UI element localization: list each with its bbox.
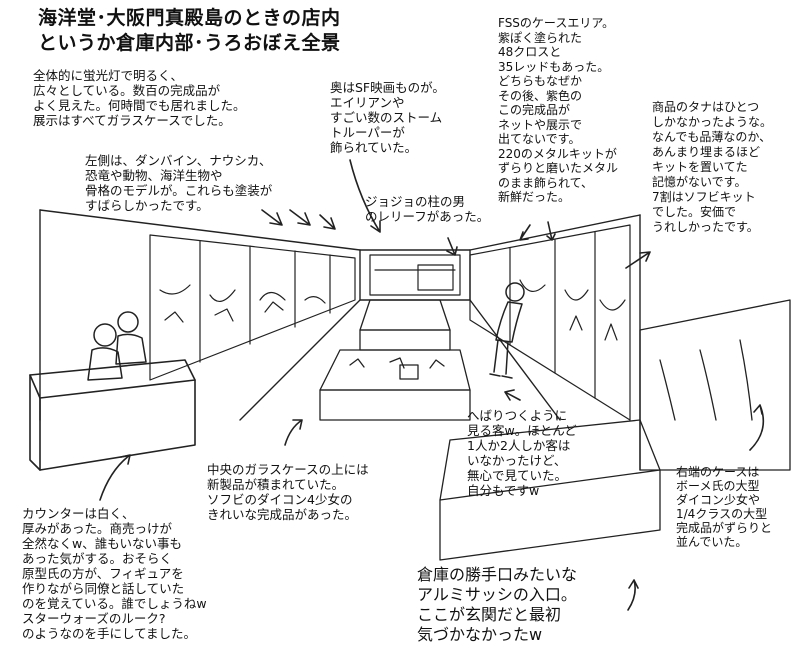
note-line: あった気がする。おそらく — [22, 551, 173, 566]
note-line: ボーメ氏の大型 — [676, 479, 760, 493]
note-line: 7割はソフビキット — [652, 190, 756, 204]
room-outline — [39, 209, 641, 471]
back-wall-cases — [369, 254, 461, 296]
note-left-side: 左側は、ダンバイン、ナウシカ、 恐竜や動物、海洋生物や 骨格のモデルが。これらも… — [85, 153, 272, 213]
note-line: 48クロスと — [498, 45, 562, 59]
note-line: トルーパーが — [330, 125, 405, 140]
note-fss: FSSのケースエリア。 紫ぽく塗られた 48クロスと 35レッドもあった。 どち… — [498, 16, 618, 205]
note-line: 無心で見ていた。 — [467, 468, 568, 483]
note-line: のを覚えている。誰でしょうねw — [22, 596, 207, 611]
staff-figures — [87, 311, 147, 381]
note-line: 飾られていた。 — [330, 140, 418, 155]
note-line: 新鮮だった。 — [498, 190, 571, 204]
note-line: 全然なくw、誰もいない事も — [22, 536, 182, 551]
note-line: 商品のタナはひとつ — [652, 100, 760, 114]
note-line: 35レッドもあった。 — [498, 59, 610, 74]
note-line: 220のメタルキットが — [498, 146, 617, 161]
note-line: すばらしかったです。 — [85, 198, 209, 213]
front-glass-case — [439, 419, 661, 561]
note-line: ダイコン少女や — [676, 493, 761, 507]
note-line: 中央のガラスケースの上には — [207, 462, 369, 477]
note-line: 全体的に蛍光灯で明るく、 — [33, 68, 184, 83]
note-line: でした。安価で — [652, 205, 737, 219]
note-line: うれしかったです。 — [652, 220, 759, 234]
note-line: 左側は、ダンバイン、ナウシカ、 — [85, 153, 272, 168]
right-end-case — [639, 299, 791, 471]
note-line: ソフビのダイコン4少女の — [207, 492, 353, 507]
note-line: 右端のケースは — [676, 465, 760, 479]
note-line: あんまり埋まるほど — [652, 145, 761, 159]
note-line: なんでも品薄なのか、 — [652, 130, 772, 144]
note-counter: カウンターは白く、 厚みがあった。商売っけが 全然なくw、誰もいない事も あった… — [22, 506, 207, 641]
note-line: ネットや展示で — [498, 117, 583, 132]
note-line: 骨格のモデルが。これらも塗装が — [85, 183, 273, 198]
note-line: すごい数のストーム — [330, 110, 443, 125]
note-line: 並んでいた。 — [676, 535, 748, 549]
note-line: 奥はSF映画ものが。 — [330, 80, 445, 95]
note-line: いなかったけど、 — [467, 453, 567, 468]
note-line: 出てないです。 — [498, 132, 581, 146]
note-line: 新製品が積まれていた。 — [207, 477, 345, 492]
note-line: エイリアンや — [330, 95, 405, 110]
counter — [29, 359, 196, 471]
note-line: 広々としている。数百の完成品が — [33, 83, 221, 98]
page-title: 海洋堂･大阪門真殿島のときの店内 というか倉庫内部･うろおぼえ全景 — [38, 6, 341, 56]
note-line: 展示はすべてガラスケースでした。 — [33, 113, 231, 128]
note-line: ここが玄関だと最初 — [417, 605, 562, 624]
title-line: というか倉庫内部･うろおぼえ全景 — [38, 32, 341, 54]
note-line: FSSのケースエリア。 — [498, 16, 615, 30]
note-entrance: 倉庫の勝手口みたいな アルミサッシの入口。 ここが玄関だと最初 気づかなかったw — [417, 565, 577, 645]
note-right-case: 右端のケースは ボーメ氏の大型 ダイコン少女や 1/4クラスの大型 完成品がずら… — [676, 465, 772, 549]
note-line: のレリーフがあった。 — [365, 209, 490, 224]
note-line: その後、紫色の — [498, 88, 583, 103]
note-line: カウンターは白く、 — [22, 506, 135, 521]
note-line: どちらもなぜか — [498, 74, 583, 88]
note-line: 倉庫の勝手口みたいな — [417, 565, 578, 584]
note-line: 1/4クラスの大型 — [676, 507, 768, 521]
note-back-sf: 奥はSF映画ものが。 エイリアンや すごい数のストーム トルーパーが 飾られてい… — [330, 80, 445, 155]
note-line: キットを置いてた — [652, 160, 748, 174]
note-line: のまま飾られて、 — [498, 175, 594, 190]
note-line: ずらりと磨いたメタル — [498, 161, 619, 175]
note-line: しかなかったような。 — [652, 115, 773, 129]
customer-figure — [489, 282, 525, 379]
note-line: ジョジョの柱の男 — [365, 194, 466, 209]
left-glass-cases — [149, 234, 356, 381]
right-glass-cases — [469, 224, 631, 421]
center-glass-cases — [319, 299, 471, 421]
note-shelf: 商品のタナはひとつ しかなかったような。 なんでも品薄なのか、 あんまり埋まるほ… — [652, 100, 772, 235]
note-line: 1人か2人しか客は — [467, 438, 571, 453]
note-line: 記憶がないです。 — [652, 175, 747, 189]
note-lighting: 全体的に蛍光灯で明るく、 広々としている。数百の完成品が よく見えた。何時間でも… — [33, 68, 246, 128]
note-line: 原型氏の方が、フィギュアを — [22, 566, 184, 581]
note-line: 厚みがあった。商売っけが — [22, 521, 173, 536]
note-line: よく見えた。何時間でも居れました。 — [33, 98, 246, 113]
note-line: この完成品が — [498, 103, 571, 117]
note-line: 紫ぽく塗られた — [498, 30, 583, 45]
note-line: 恐竜や動物、海洋生物や — [85, 168, 223, 183]
note-line: アルミサッシの入口。 — [417, 585, 577, 604]
note-jojo: ジョジョの柱の男 のレリーフがあった。 — [365, 194, 489, 224]
note-center-case: 中央のガラスケースの上には 新製品が積まれていた。 ソフビのダイコン4少女の き… — [207, 462, 369, 522]
note-line: 気づかなかったw — [417, 625, 543, 644]
note-line: のようなのを手にしてました。 — [22, 626, 197, 641]
note-line: きれいな完成品があった。 — [207, 507, 358, 522]
note-line: 完成品がずらりと — [676, 521, 773, 535]
note-line: スターウォーズのルーク? — [22, 611, 166, 626]
note-line: 自分もですw — [467, 483, 540, 498]
title-line: 海洋堂･大阪門真殿島のときの店内 — [38, 7, 341, 29]
annotation-arrows — [99, 159, 765, 611]
note-line: 作りながら同僚と話していた — [22, 581, 185, 596]
note-line: 見る客w。ほとんど — [467, 423, 577, 438]
note-line: へばりつくように — [467, 408, 568, 423]
note-customer: へばりつくように 見る客w。ほとんど 1人か2人しか客は いなかったけど、 無心… — [467, 408, 577, 498]
